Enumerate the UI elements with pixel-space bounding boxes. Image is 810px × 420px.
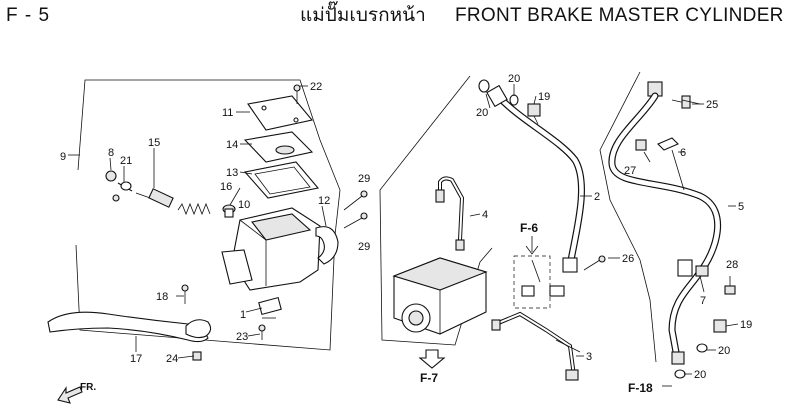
title-thai: แม่ปั๊มเบรกหน้า bbox=[300, 5, 426, 26]
callout-9: 9 bbox=[60, 151, 66, 163]
front-hose-group bbox=[599, 71, 736, 387]
boot-ring bbox=[105, 170, 117, 182]
front-direction-indicator: FR. bbox=[57, 382, 96, 404]
front-arrow-icon bbox=[57, 386, 83, 404]
diaphragm bbox=[243, 161, 320, 199]
callout-24: 24 bbox=[166, 353, 178, 365]
callout-4: 4 bbox=[482, 209, 488, 221]
callout-15: 15 bbox=[148, 137, 160, 149]
callout-29-upper: 29 bbox=[358, 173, 370, 185]
callout-17: 17 bbox=[130, 353, 142, 365]
page-code: F - 5 bbox=[6, 5, 51, 26]
reservoir-cap bbox=[247, 95, 314, 131]
callout-26: 26 bbox=[622, 253, 634, 265]
callout-3: 3 bbox=[586, 351, 592, 363]
callout-10: 10 bbox=[238, 199, 250, 211]
f6-detail-box bbox=[513, 255, 551, 309]
master-cylinder-group bbox=[47, 79, 368, 361]
callout-labels: 1 2 3 4 5 6 7 8 9 10 11 12 13 14 15 16 1… bbox=[60, 73, 752, 381]
callout-28: 28 bbox=[726, 259, 738, 271]
callout-20-right: 20 bbox=[718, 345, 730, 357]
front-direction-label: FR. bbox=[80, 382, 96, 393]
callout-13: 13 bbox=[226, 167, 238, 179]
callout-25: 25 bbox=[706, 99, 718, 111]
callout-29-lower: 29 bbox=[358, 241, 370, 253]
callout-2: 2 bbox=[594, 191, 600, 203]
title-english: FRONT BRAKE MASTER CYLINDER bbox=[455, 5, 784, 26]
callout-19-right: 19 bbox=[740, 319, 752, 331]
lever-bracket bbox=[221, 249, 253, 285]
callout-1: 1 bbox=[240, 309, 246, 321]
brake-lever bbox=[47, 311, 209, 343]
reference-labels: F-6 F-7 F-18 bbox=[420, 221, 653, 395]
callout-16: 16 bbox=[220, 181, 232, 193]
callout-20-left: 20 bbox=[476, 107, 488, 119]
abs-group bbox=[379, 75, 606, 381]
ref-f7: F-7 bbox=[420, 371, 438, 385]
callout-8: 8 bbox=[108, 147, 114, 159]
callout-23: 23 bbox=[236, 331, 248, 343]
ref-f6: F-6 bbox=[520, 221, 538, 235]
ref-f18: F-18 bbox=[628, 381, 653, 395]
brake-switch bbox=[258, 296, 282, 316]
leader-lines bbox=[109, 84, 739, 375]
callout-20-bottom: 20 bbox=[694, 369, 706, 381]
callout-21: 21 bbox=[120, 155, 132, 167]
callout-19-top: 19 bbox=[538, 91, 550, 103]
callout-7: 7 bbox=[700, 295, 706, 307]
callout-6: 6 bbox=[680, 147, 686, 159]
callout-5: 5 bbox=[738, 201, 744, 213]
callout-12: 12 bbox=[318, 195, 330, 207]
callout-22: 22 bbox=[310, 81, 322, 93]
callout-18: 18 bbox=[156, 291, 168, 303]
callout-27: 27 bbox=[624, 165, 636, 177]
holder-clamp bbox=[315, 226, 339, 265]
callout-14: 14 bbox=[226, 139, 238, 151]
callout-20-top: 20 bbox=[508, 73, 520, 85]
callout-11: 11 bbox=[222, 107, 233, 119]
